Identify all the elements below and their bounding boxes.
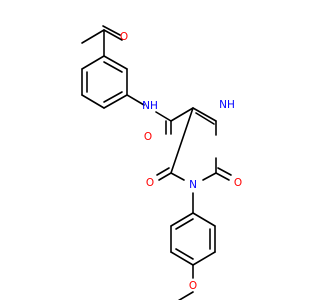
bond-layer xyxy=(81,25,232,300)
atom-o-c2: O xyxy=(234,177,242,189)
atom-o-acetyl: O xyxy=(120,31,128,43)
atom-nh-amide: NH xyxy=(142,100,158,112)
molecule-structure: O NH O NH O N O O xyxy=(81,25,242,300)
atom-nh-ring: NH xyxy=(219,99,235,111)
atom-o-c4: O xyxy=(146,177,154,189)
atom-labels: O NH O NH O N O O xyxy=(120,31,242,292)
atom-o-methoxy: O xyxy=(189,280,197,292)
atom-o-amide: O xyxy=(144,131,152,143)
atom-n-ring: N xyxy=(189,179,197,191)
